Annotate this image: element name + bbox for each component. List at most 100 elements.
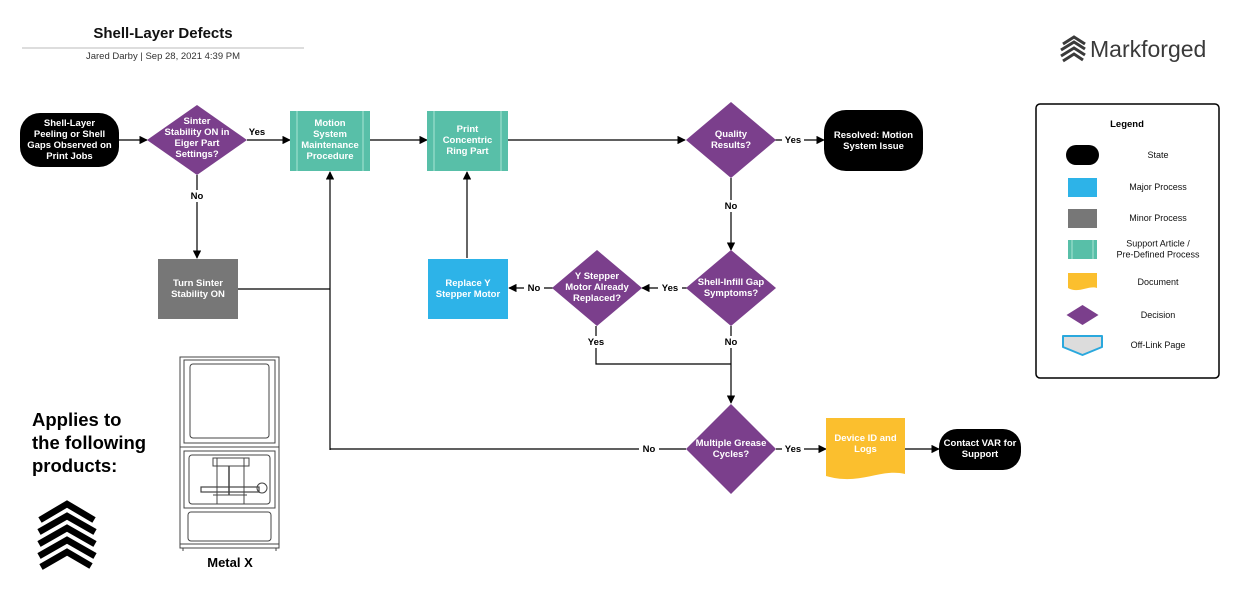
legend-label-minor: Minor Process	[1129, 213, 1187, 223]
legend-symbol-major	[1068, 178, 1097, 197]
text-line: Sinter	[184, 116, 211, 127]
legend-symbol-minor	[1068, 209, 1097, 228]
legend-item-decision: Decision	[1066, 305, 1176, 325]
metal-x-printer-image	[179, 356, 280, 551]
legend-symbol-decision	[1066, 305, 1099, 325]
text-line: Stability ON	[171, 289, 225, 300]
label-bg	[721, 336, 741, 348]
legend-symbol-state	[1066, 145, 1099, 165]
text-line: Replace Y	[445, 278, 491, 289]
text-line: Decision	[1141, 310, 1176, 320]
label-grease-yes: Yes	[785, 444, 801, 455]
legend-label-offlink: Off-Link Page	[1131, 340, 1186, 350]
label-sinter-yes: Yes	[249, 127, 265, 138]
text-line: Replaced?	[573, 293, 621, 304]
label-bg	[721, 200, 741, 212]
text-line: Support Article /	[1126, 239, 1190, 249]
legend-item-minor: Minor Process	[1068, 209, 1187, 228]
legend-item-major: Major Process	[1068, 178, 1187, 197]
label-ystep-no: No	[528, 283, 541, 294]
text-line: Gaps Observed on	[27, 140, 112, 151]
legend-symbol-support	[1068, 240, 1097, 259]
legend-title: Legend	[1110, 119, 1144, 130]
edge-labels: Yes No Yes No Yes No No Yes No Yes	[187, 127, 804, 455]
legend-symbol-document	[1068, 273, 1097, 291]
legend-label-decision: Decision	[1141, 310, 1176, 320]
text-line: the following	[32, 432, 146, 453]
text-line: Shell-Layer	[44, 118, 96, 129]
label-quality-yes: Yes	[785, 135, 801, 146]
text-line: Cycles?	[713, 449, 750, 460]
text-line: Device ID and	[834, 433, 896, 444]
label-bg	[782, 134, 804, 146]
header: Shell-Layer Defects Jared Darby | Sep 28…	[22, 25, 304, 62]
label-grease-no: No	[643, 444, 656, 455]
text-line: Quality	[715, 129, 748, 140]
text-line: Maintenance	[301, 140, 359, 151]
text-line: Print Jobs	[46, 151, 92, 162]
markforged-logo-icon	[1060, 35, 1086, 63]
label-quality-no: No	[725, 201, 738, 212]
text-line: Applies to	[32, 409, 121, 430]
label-bg	[524, 282, 544, 294]
label-bg	[584, 336, 608, 348]
text-line: Ring Part	[446, 146, 489, 157]
label-ystep-yes: Yes	[588, 337, 604, 348]
text-line: Support	[962, 449, 999, 460]
text-line: System Issue	[843, 141, 904, 152]
connectors	[119, 135, 940, 454]
text-line: Print	[457, 124, 479, 135]
legend-label-support: Support Article /Pre-Defined Process	[1116, 239, 1200, 260]
text-line: Turn Sinter	[173, 278, 223, 289]
label-shell-no: No	[725, 337, 738, 348]
legend-item-state: State	[1066, 145, 1169, 165]
text-line: Document	[1137, 277, 1179, 287]
text-line: Off-Link Page	[1131, 340, 1186, 350]
text-line: Stability ON in	[165, 127, 230, 138]
text-line: Concentric	[443, 135, 493, 146]
author-date-line: Jared Darby | Sep 28, 2021 4:39 PM	[86, 51, 240, 62]
legend-item-offlink: Off-Link Page	[1062, 335, 1186, 356]
edge-ystep-yes	[595, 326, 731, 365]
legend-label-state: State	[1147, 150, 1168, 160]
text-line: Shell-Infill Gap	[698, 277, 765, 288]
text-line: Eiger Part	[175, 138, 221, 149]
legend-label-document: Document	[1137, 277, 1179, 287]
product-name: Metal X	[207, 555, 253, 570]
label-bg	[782, 443, 804, 455]
label-bg	[639, 443, 659, 455]
text-line: State	[1147, 150, 1168, 160]
legend-label-major: Major Process	[1129, 182, 1187, 192]
text-line: Multiple Grease	[696, 438, 767, 449]
text-line: Contact VAR for	[944, 438, 1017, 449]
legend-symbol-offlink	[1062, 335, 1103, 356]
label-bg	[187, 190, 207, 202]
